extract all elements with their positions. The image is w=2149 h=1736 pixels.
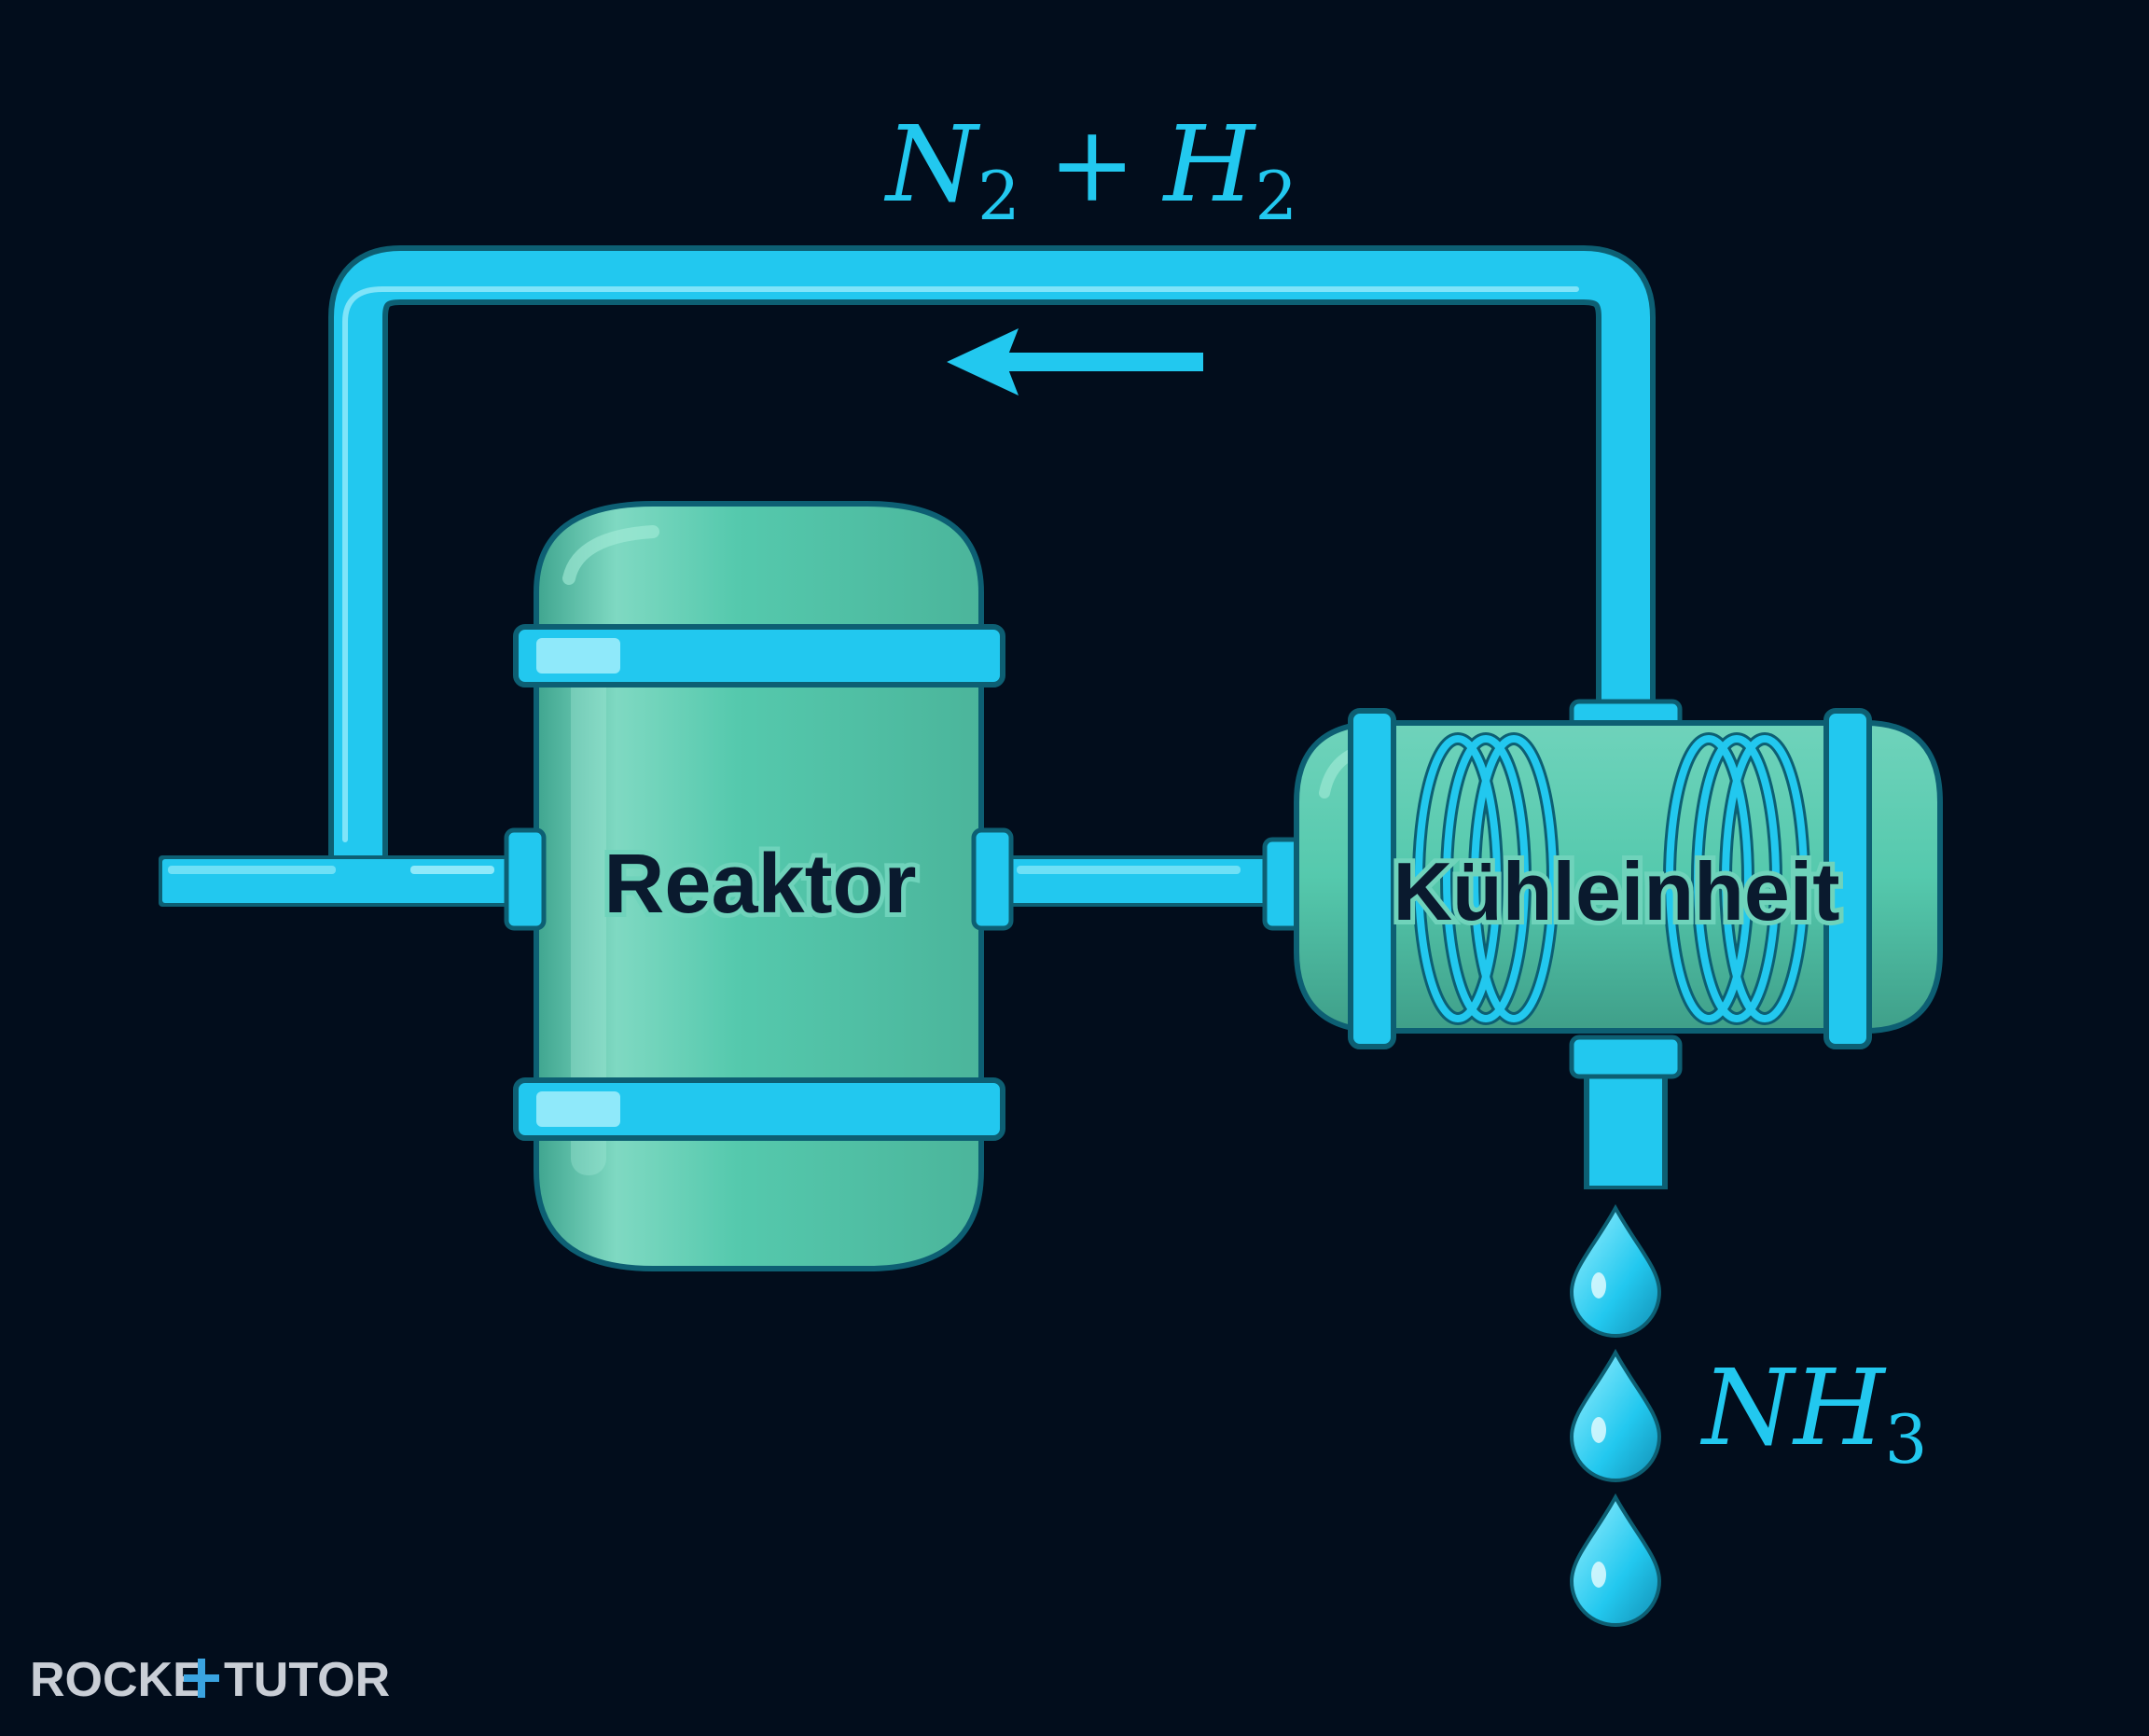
rocketutor-logo: ROCKE TUTOR	[30, 1653, 390, 1707]
feed-formula-sub2: 2	[1255, 157, 1297, 235]
feed-formula-h: H	[1162, 104, 1257, 226]
feed-formula: N2+H2	[883, 104, 1297, 235]
logo-text-right: TUTOR	[224, 1653, 390, 1707]
feed-formula-plus: +	[1048, 104, 1136, 226]
product-formula-nh: NH	[1699, 1348, 1887, 1469]
cooling-unit-label: Kühleinheit	[1393, 845, 1839, 937]
cooling-unit	[1262, 699, 1943, 1189]
feed-formula-sub1: 2	[977, 157, 1020, 235]
droplet-2	[1569, 1348, 1662, 1482]
flow-arrow-left	[947, 328, 1203, 396]
recycle-pipe	[328, 245, 1656, 858]
feed-formula-n: N	[883, 104, 981, 226]
reactor-tank	[504, 501, 1014, 1271]
logo-text-left: ROCKE	[30, 1653, 205, 1707]
connecting-pipe	[975, 855, 1278, 907]
product-formula-sub: 3	[1885, 1400, 1928, 1479]
droplet-3	[1569, 1493, 1662, 1627]
reactor-label: Reaktor	[603, 838, 916, 931]
ammonia-droplets	[1569, 1203, 1662, 1627]
feed-pipe	[159, 855, 513, 907]
product-formula: NH3	[1699, 1348, 1927, 1479]
droplet-1	[1569, 1203, 1662, 1338]
